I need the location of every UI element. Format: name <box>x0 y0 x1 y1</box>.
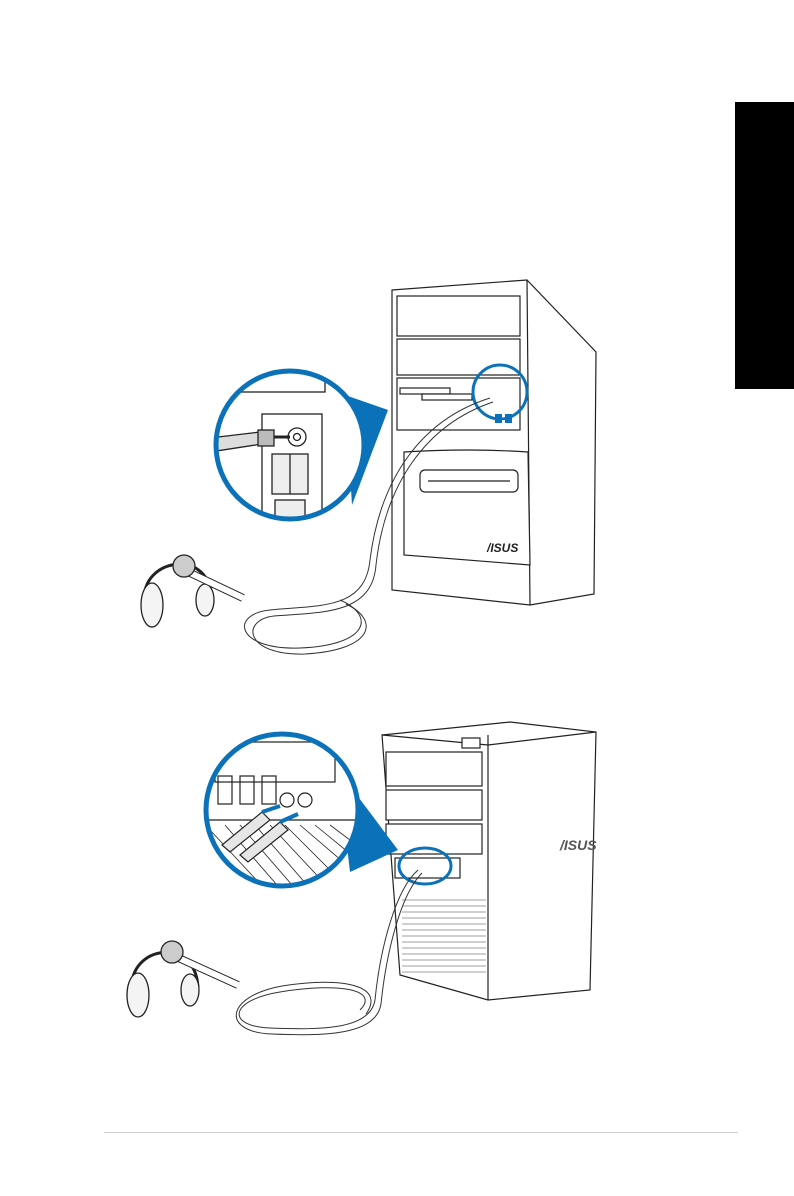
zoom-circle-bottom <box>200 732 370 900</box>
footer-rule <box>104 1132 738 1133</box>
headset-front-panel-illustration-top: /ISUS <box>0 270 794 660</box>
brand-logo-bottom: /ISUS <box>559 837 597 853</box>
headset-front-panel-illustration-bottom: /ISUS <box>0 720 794 1050</box>
headset-with-microphone-top <box>141 555 243 627</box>
tower-case-bottom <box>382 722 596 1000</box>
brand-logo-top: /ISUS <box>486 541 518 555</box>
tower-case-top <box>392 280 596 605</box>
headset-with-microphone-bottom <box>127 941 238 1017</box>
zoom-circle-top <box>210 360 366 524</box>
